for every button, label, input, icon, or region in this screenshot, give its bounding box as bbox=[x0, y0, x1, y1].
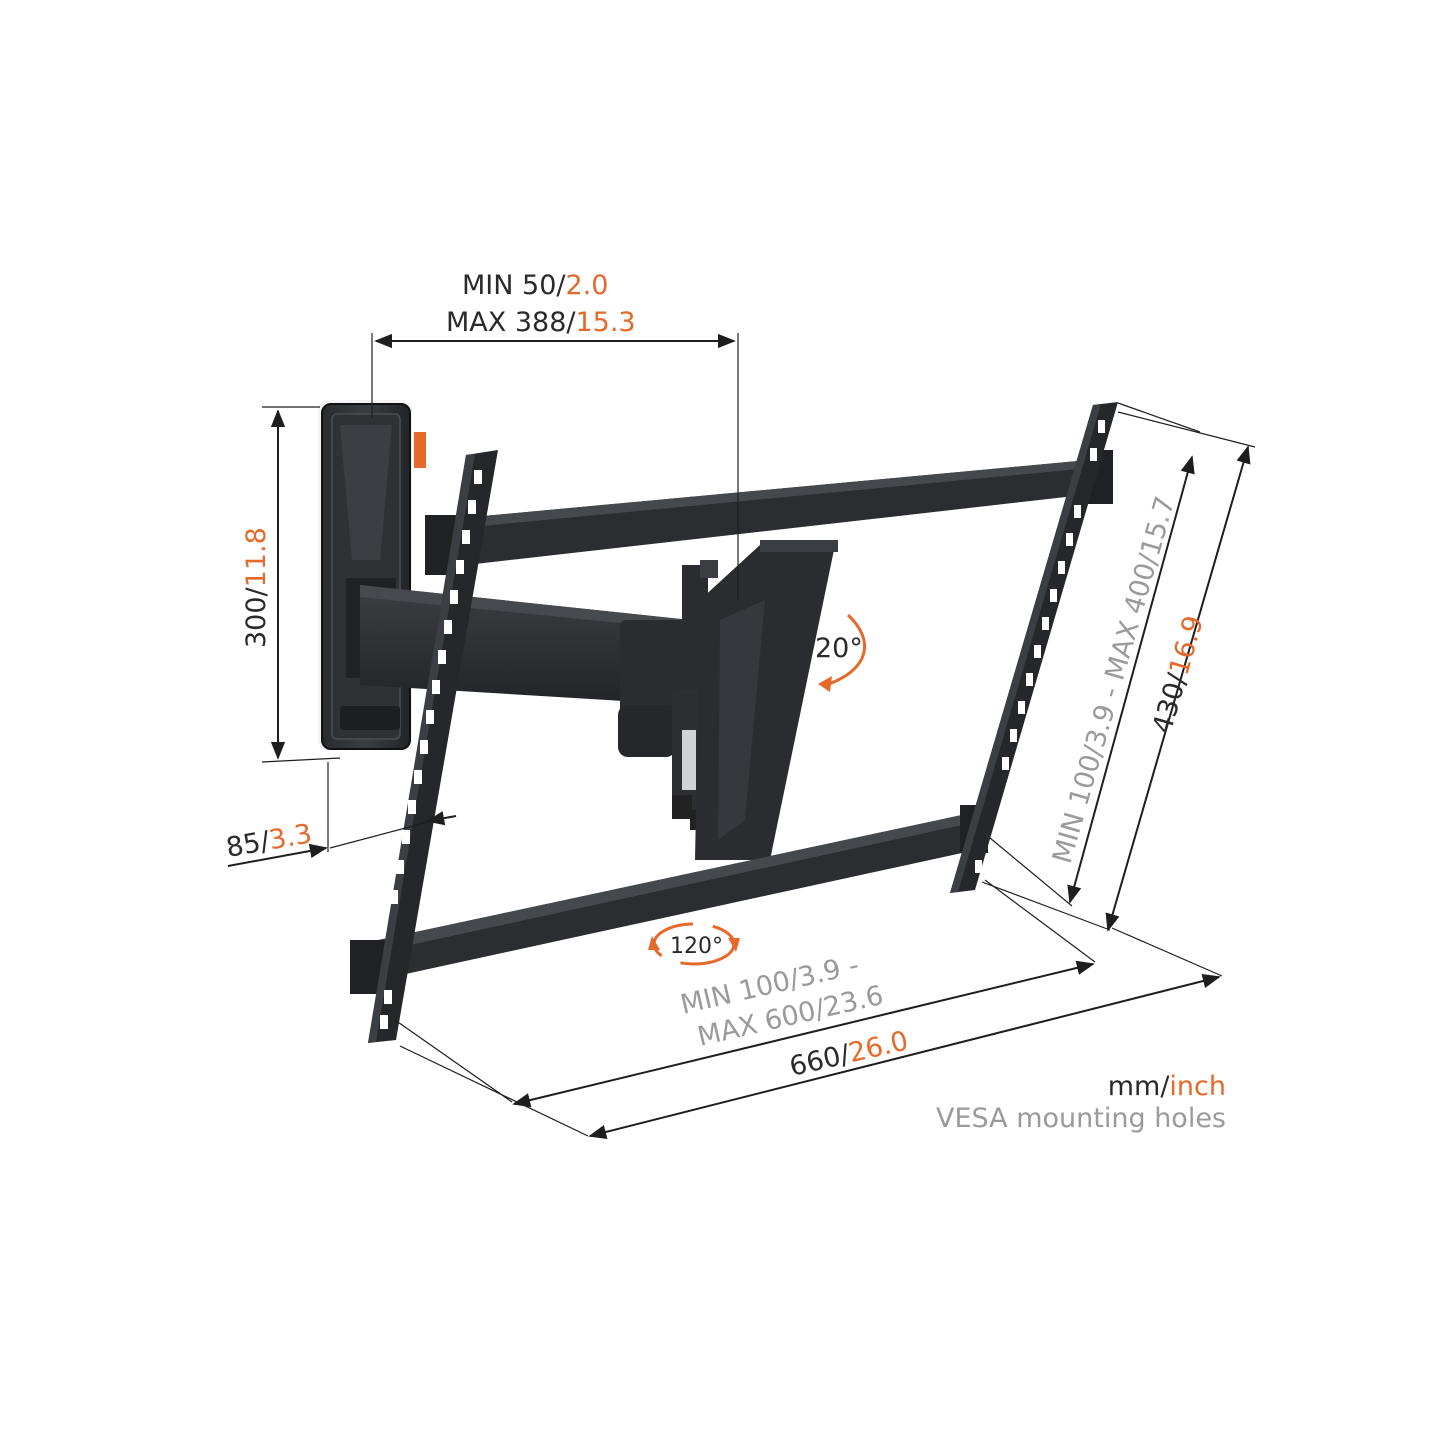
bracket-height-label: 430/16.9 bbox=[1147, 612, 1210, 737]
wall-mount-product bbox=[318, 400, 1118, 1043]
lower-rail bbox=[350, 805, 988, 994]
wall-plate bbox=[318, 400, 426, 750]
tilt-indicator: 20° bbox=[815, 613, 866, 692]
units-legend: mm/inch VESA mounting holes bbox=[936, 1071, 1226, 1134]
wall-distance-dimension-line bbox=[227, 843, 328, 867]
wall-distance-label: 85/3.3 bbox=[224, 818, 314, 864]
units-label: mm/inch bbox=[1108, 1071, 1226, 1102]
curved-arrow-icon bbox=[825, 613, 866, 687]
plate-height-label: 300/11.8 bbox=[241, 527, 272, 648]
bracket-height-dimension-line bbox=[1105, 445, 1251, 932]
tilt-angle-label: 20° bbox=[815, 633, 863, 664]
swivel-indicator: 120° bbox=[648, 922, 740, 966]
vesa-note-label: VESA mounting holes bbox=[936, 1103, 1226, 1134]
tilt-bracket bbox=[695, 540, 838, 860]
orange-clip bbox=[414, 432, 426, 468]
swivel-angle-label: 120° bbox=[670, 934, 723, 959]
bracket-width-dimension-line bbox=[588, 973, 1221, 1140]
arm-extension-min-label: MIN 50/2.0 bbox=[462, 270, 608, 301]
arm-extension-max-label: MAX 388/15.3 bbox=[446, 307, 636, 338]
left-vesa-strap bbox=[368, 450, 498, 1043]
dimension-lines bbox=[227, 333, 1256, 1140]
